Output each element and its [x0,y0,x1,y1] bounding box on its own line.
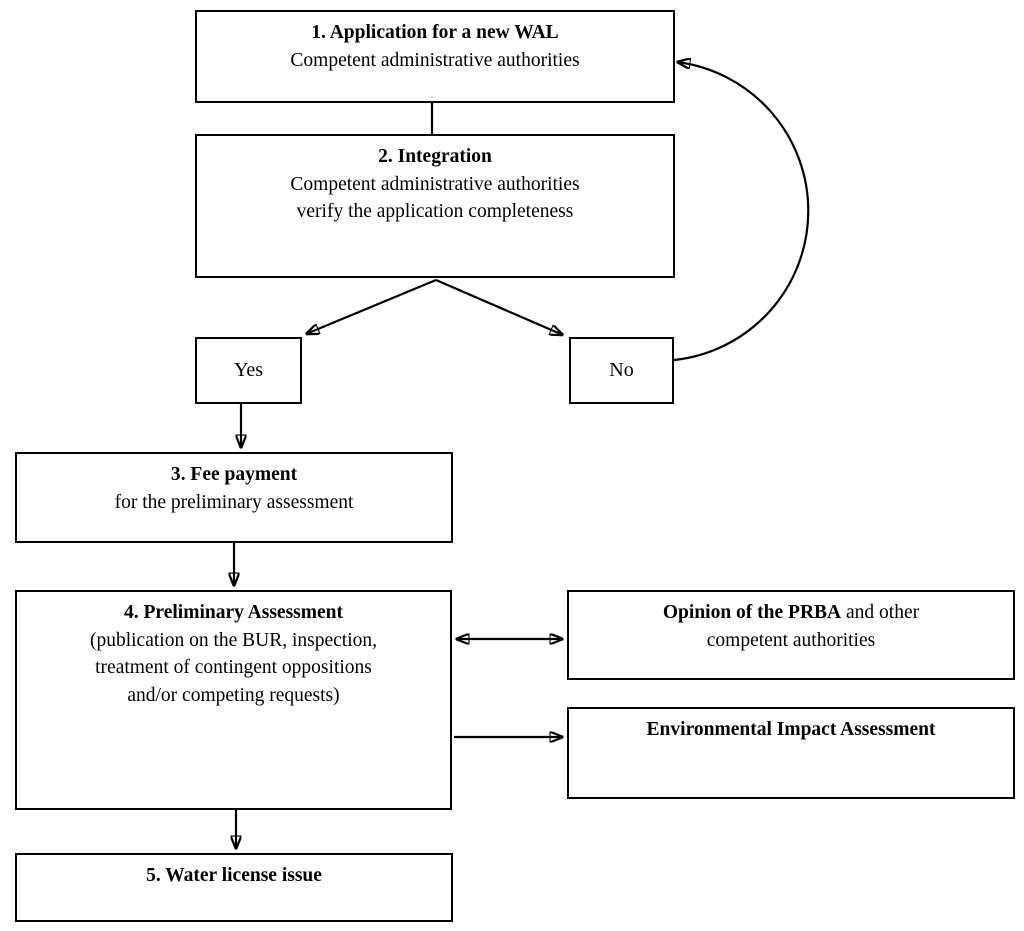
step3-subtitle: for the preliminary assessment [114,491,354,513]
yes-label: Yes [233,359,264,382]
step2-line1: Competent administrative authorities [290,173,580,195]
eia-title: Environmental Impact Assessment [646,719,936,740]
step2-title: 2. Integration [378,146,492,167]
node-step3-fee-payment: 3. Fee payment for the preliminary asses… [15,452,453,543]
node-step5-water-license-issue: 5. Water license issue [15,853,453,922]
step4-line2: treatment of contingent oppositions [95,657,372,679]
step2-line2: verify the application completeness [296,201,574,223]
step1-subtitle: Competent administrative authorities [290,49,580,71]
arrow-step2-to-no [435,278,563,335]
opinion-bold-text: Opinion of the PRBA [662,602,842,623]
arrow-no-feedback-to-step1 [673,62,810,362]
step5-title: 5. Water license issue [146,865,322,886]
step4-title: 4. Preliminary Assessment [124,602,343,623]
node-step1-application: 1. Application for a new WAL Competent a… [195,10,675,103]
node-environmental-impact-assessment: Environmental Impact Assessment [567,707,1015,799]
step4-line1: (publication on the BUR, inspection, [89,629,378,651]
node-step2-integration: 2. Integration Competent administrative … [195,134,675,278]
node-decision-no: No [569,337,674,404]
node-decision-yes: Yes [195,337,302,404]
no-label: No [609,359,634,382]
step3-title: 3. Fee payment [170,464,298,485]
opinion-line1: Opinion of the PRBA and other [569,599,1013,627]
step4-line3: and/or competing requests) [127,685,340,707]
node-step4-preliminary-assessment: 4. Preliminary Assessment (publication o… [15,590,452,810]
opinion-regular-text: and other [841,602,920,623]
opinion-line2: competent authorities [706,629,876,651]
node-opinion-prba: Opinion of the PRBA and other competent … [567,590,1015,680]
step1-title: 1. Application for a new WAL [311,22,559,43]
arrow-step2-to-yes [306,278,437,334]
